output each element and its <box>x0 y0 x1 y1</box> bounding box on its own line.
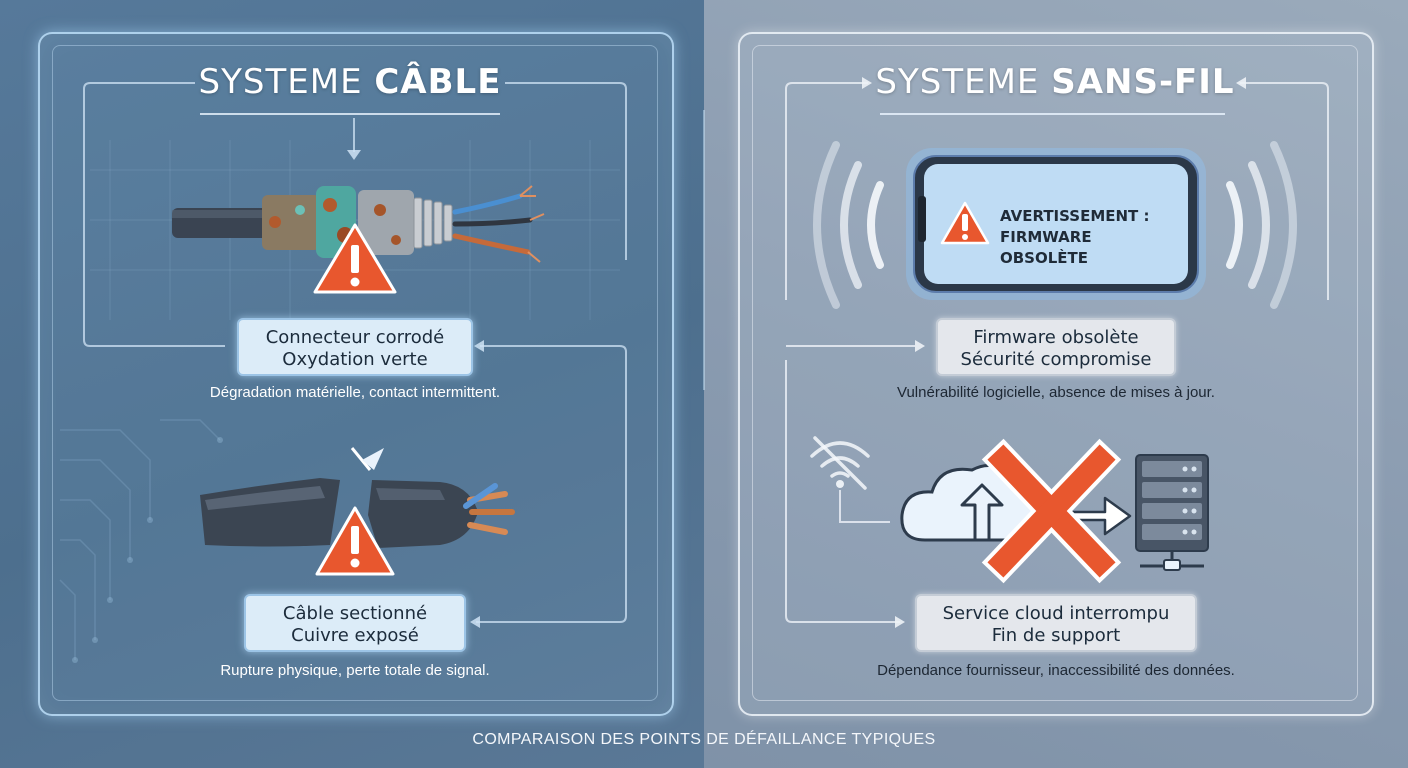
caption-corroded-connector: Dégradation matérielle, contact intermit… <box>209 384 501 401</box>
caption-cloud-interrupted: Dépendance fournisseur, inaccessibilité … <box>877 662 1235 679</box>
title-wireless: SYSTEME SANS-FIL <box>870 62 1240 102</box>
label-cloud-interrupted-line1: Service cloud interrompu <box>942 603 1170 624</box>
label-obsolete-firmware-line1: Firmware obsolète <box>973 327 1139 348</box>
caption-cut-cable: Rupture physique, perte totale de signal… <box>220 662 490 679</box>
title-cable-underline <box>200 113 500 115</box>
warning-icon <box>315 506 395 576</box>
label-cut-cable-line2: Cuivre exposé <box>291 625 419 646</box>
label-cut-cable: Câble sectionné Cuivre exposé <box>244 594 466 652</box>
label-cut-cable-line1: Câble sectionné <box>282 603 428 624</box>
server-icon <box>1135 454 1209 571</box>
label-cloud-interrupted: Service cloud interrompu Fin de support <box>915 594 1197 652</box>
wifi-off-icon <box>810 436 870 490</box>
label-cloud-interrupted-line2: Fin de support <box>991 625 1121 646</box>
divider-line <box>703 110 705 390</box>
title-wireless-bold: SANS-FIL <box>1051 62 1235 102</box>
title-wireless-prefix: SYSTEME <box>875 62 1052 102</box>
caption-obsolete-firmware: Vulnérabilité logicielle, absence de mis… <box>897 384 1215 401</box>
phone-alert: AVERTISSEMENT : FIRMWARE OBSOLÈTE <box>1000 206 1180 269</box>
panel-cable-inner <box>52 45 658 701</box>
title-cable-prefix: SYSTEME <box>198 62 375 102</box>
label-corroded-connector-line1: Connecteur corrodé <box>265 327 445 348</box>
label-obsolete-firmware-line2: Sécurité compromise <box>960 349 1152 370</box>
cross-icon <box>981 438 1122 584</box>
title-wireless-underline <box>880 113 1225 115</box>
corroded-connector-icon <box>172 185 545 263</box>
label-corroded-connector: Connecteur corrodé Oxydation verte <box>237 318 473 376</box>
label-obsolete-firmware: Firmware obsolète Sécurité compromise <box>936 318 1176 376</box>
warning-icon <box>940 201 990 245</box>
warning-icon <box>313 223 397 294</box>
phone-alert-line2: FIRMWARE OBSOLÈTE <box>1000 228 1092 267</box>
panel-wireless-inner <box>752 45 1358 701</box>
title-cable-bold: CÂBLE <box>374 62 502 102</box>
footer-caption: COMPARAISON DES POINTS DE DÉFAILLANCE TY… <box>472 731 936 748</box>
label-corroded-connector-line2: Oxydation verte <box>282 349 428 370</box>
smartphone-icon <box>906 148 1206 300</box>
phone-alert-line1: AVERTISSEMENT : <box>1000 207 1150 225</box>
cut-cable-icon <box>200 447 515 548</box>
signal-waves-icon <box>813 141 1297 309</box>
title-cable: SYSTEME CÂBLE <box>180 62 520 102</box>
